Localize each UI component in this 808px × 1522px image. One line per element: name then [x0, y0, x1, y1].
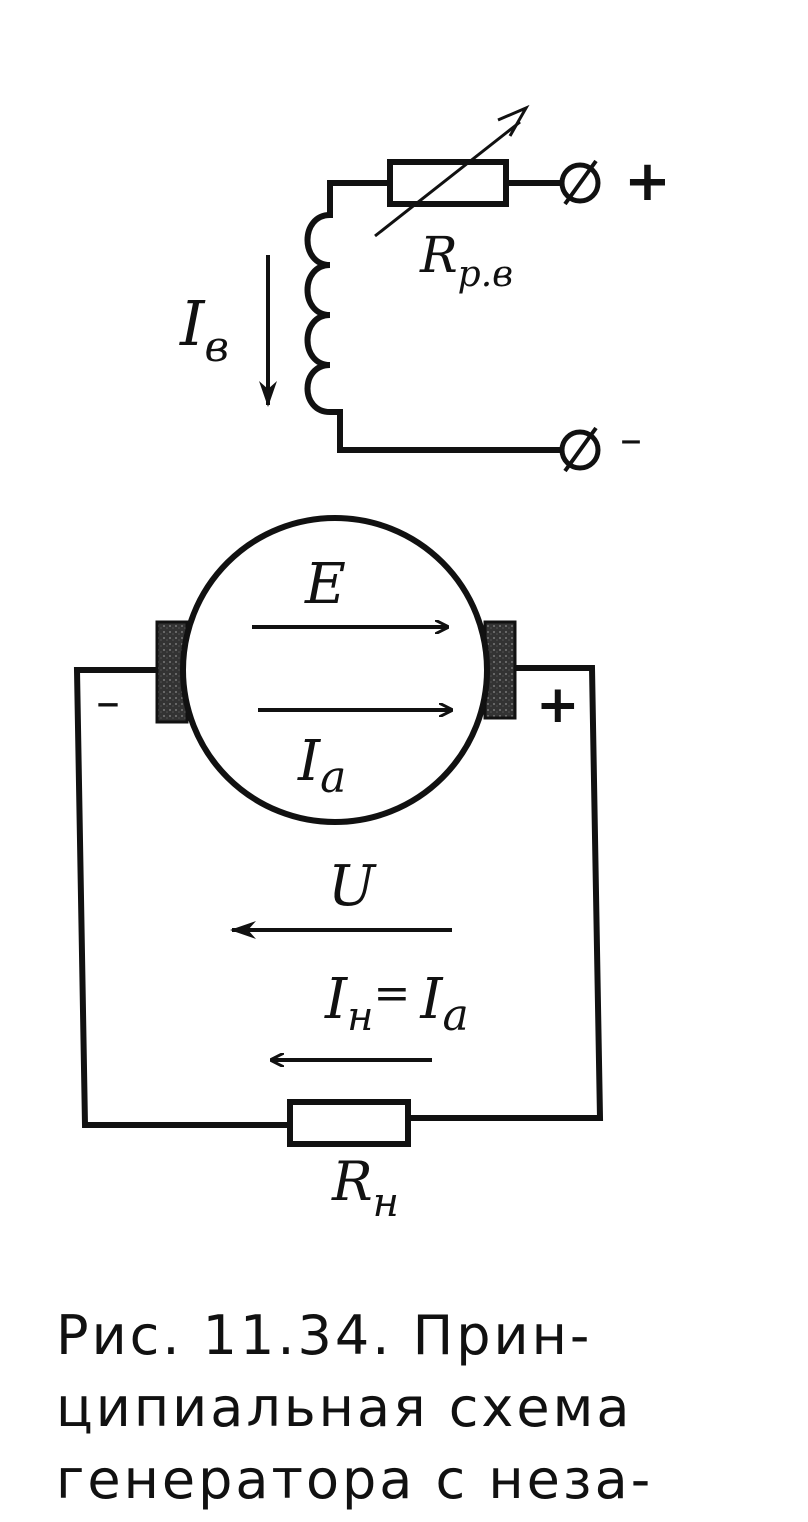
- rheostat-arrow-head: [497, 104, 530, 137]
- armature-circuit: E Ia – + U Iн=Ia Rн: [73, 515, 604, 1226]
- field-rheostat-label: Rр.в: [419, 226, 513, 295]
- terminal-minus-label: –: [620, 414, 642, 465]
- rheostat-variable-arrow: [374, 120, 521, 238]
- brush-minus-label: –: [96, 674, 120, 730]
- load-resistor-label: Rн: [331, 1150, 399, 1226]
- field-wire-top: [327, 180, 393, 218]
- terminal-plus-label: +: [624, 149, 671, 214]
- load-resistor: [287, 1099, 411, 1147]
- figure-caption: Рис. 11.34. Прин- ципиальная схема генер…: [56, 1300, 756, 1516]
- armature-current-label: Ia: [297, 729, 346, 803]
- field-rheostat: [387, 159, 509, 207]
- load-wire-left: [73, 667, 293, 1128]
- voltage-label: U: [328, 854, 377, 919]
- caption-line-3: генератора с неза-: [56, 1448, 654, 1511]
- emf-label: E: [304, 552, 346, 617]
- armature: [180, 515, 490, 825]
- field-winding-coil: [304, 211, 334, 416]
- field-current-label: Iв: [179, 287, 229, 371]
- load-wire-right: [405, 665, 604, 1121]
- field-circuit: Iв Rр.в + –: [179, 104, 671, 473]
- caption-line-2: ципиальная схема: [56, 1376, 633, 1439]
- caption-line-1: Рис. 11.34. Прин-: [56, 1304, 593, 1367]
- load-current-label: Iн=Ia: [324, 967, 469, 1041]
- field-plus-terminal: [559, 159, 601, 206]
- generator-circuit-diagram: Iв Rр.в + – E Ia: [73, 104, 671, 1226]
- field-wire-bottom: [332, 409, 565, 453]
- field-minus-terminal: [559, 426, 601, 473]
- brush-plus-label: +: [536, 675, 580, 735]
